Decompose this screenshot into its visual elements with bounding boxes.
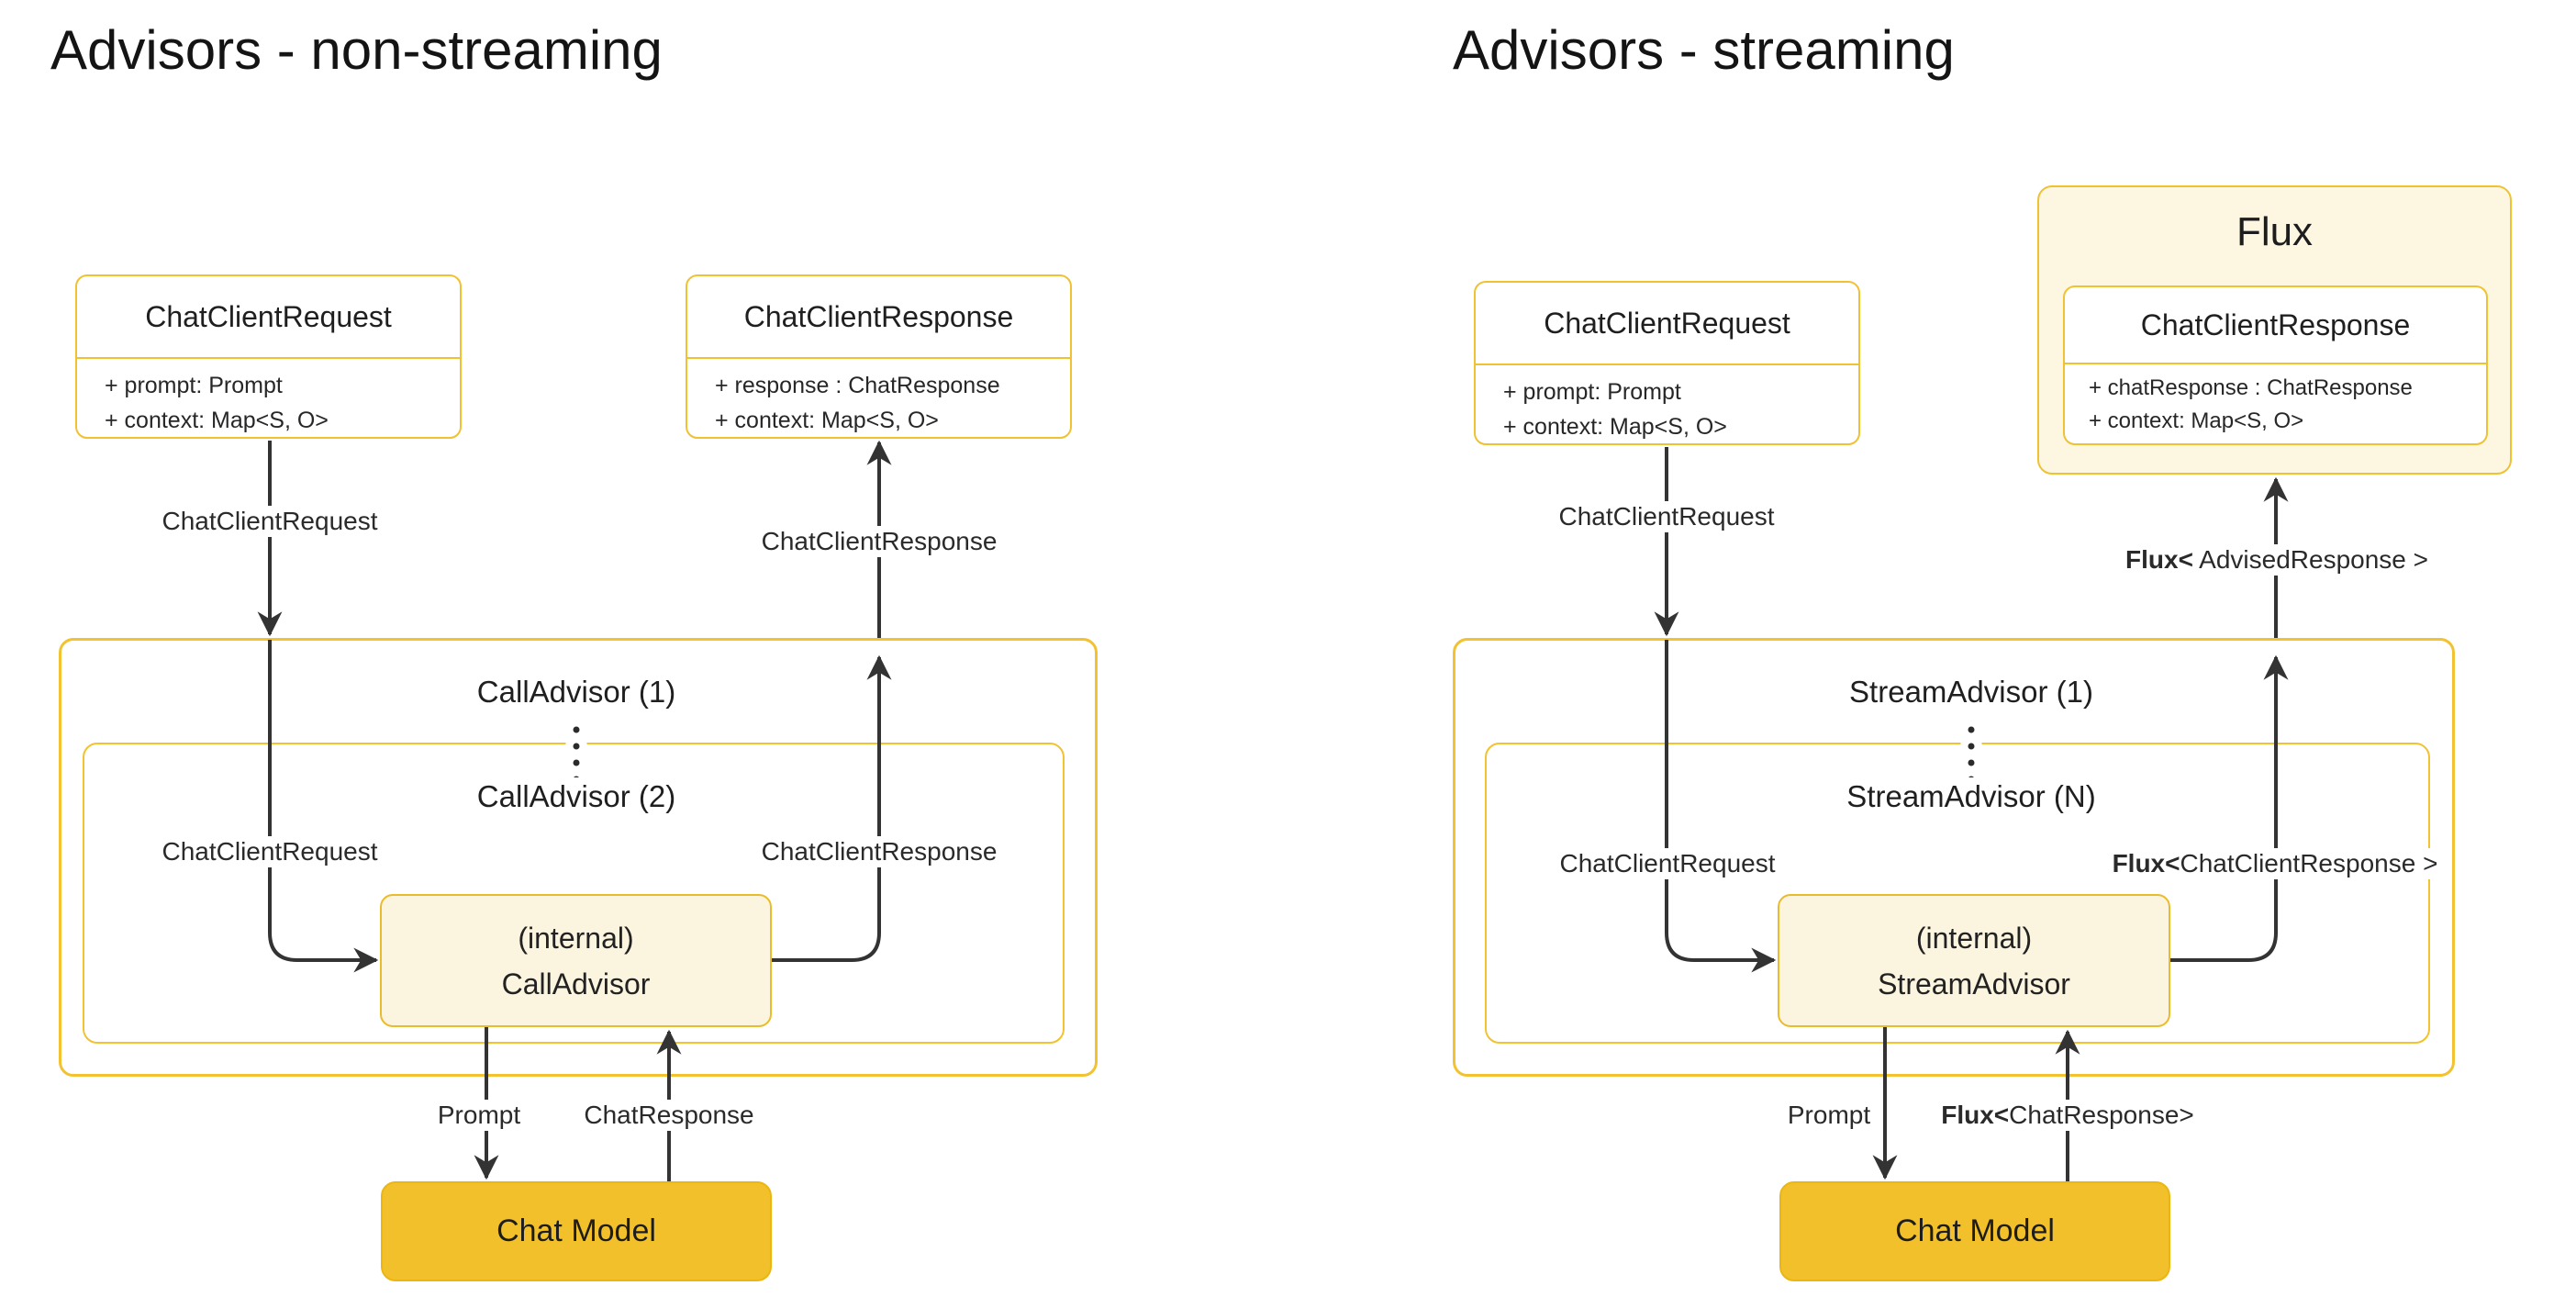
class-title: ChatClientRequest — [77, 276, 460, 359]
internal-box-line2: CallAdvisor — [501, 967, 651, 1001]
class-title: ChatClientRequest — [1476, 283, 1858, 365]
chat-client-response-box: ChatClientResponse + chatResponse : Chat… — [2063, 285, 2488, 445]
chat-model-box: Chat Model — [1779, 1181, 2170, 1281]
stream-advisor-n-label: StreamAdvisor (N) — [1837, 777, 2105, 816]
class-attribute: + prompt: Prompt — [1503, 379, 1681, 405]
chat-client-request-box: ChatClientRequest + prompt: Prompt + con… — [75, 274, 462, 439]
class-attribute: + response : ChatResponse — [715, 373, 1000, 398]
class-attribute: + prompt: Prompt — [105, 373, 283, 398]
edge-label-bold-part: Flux< — [2112, 849, 2180, 878]
internal-stream-advisor-box: (internal) StreamAdvisor — [1778, 894, 2170, 1027]
chat-client-request-box: ChatClientRequest + prompt: Prompt + con… — [1474, 281, 1860, 445]
chat-model-box: Chat Model — [381, 1181, 772, 1281]
edge-label-prompt: Prompt — [1779, 1100, 1879, 1131]
edge-label-bold-part: Flux< — [1941, 1101, 2010, 1129]
internal-call-advisor-box: (internal) CallAdvisor — [380, 894, 772, 1027]
class-attribute: + context: Map<S, O> — [2089, 408, 2304, 433]
page-title-streaming: Advisors - streaming — [1453, 19, 1955, 81]
call-advisor-1-container — [59, 638, 1098, 1077]
edge-label-chat-client-request-inner: ChatClientRequest — [153, 836, 386, 867]
stream-advisor-n-container — [1485, 743, 2430, 1044]
call-advisor-2-label: CallAdvisor (2) — [467, 777, 686, 816]
class-attribute: + context: Map<S, O> — [1503, 414, 1727, 440]
edge-label-rest-part: AdvisedResponse > — [2192, 545, 2428, 574]
edge-label-chat-client-request: ChatClientRequest — [1550, 501, 1783, 532]
edge-label-chat-client-response: ChatClientResponse — [753, 526, 1006, 557]
flux-title: Flux — [2236, 209, 2314, 254]
chat-model-label: Chat Model — [496, 1213, 656, 1248]
internal-box-line1: (internal) — [1915, 921, 2033, 955]
class-title: ChatClientResponse — [2065, 287, 2486, 364]
edge-label-flux-chat-response: Flux<ChatResponse> — [1933, 1100, 2202, 1131]
chat-client-response-box: ChatClientResponse + response : ChatResp… — [686, 274, 1072, 439]
chat-model-label: Chat Model — [1895, 1213, 2055, 1248]
edge-label-chat-client-request-inner: ChatClientRequest — [1551, 848, 1784, 879]
class-attribute: + context: Map<S, O> — [715, 408, 939, 433]
edge-label-chat-client-request: ChatClientRequest — [153, 506, 386, 537]
class-attributes: + response : ChatResponse + context: Map… — [687, 359, 1070, 438]
edge-label-bold-part: Flux< — [2125, 545, 2193, 574]
class-attribute: + chatResponse : ChatResponse — [2089, 375, 2413, 400]
class-attributes: + chatResponse : ChatResponse + context:… — [2065, 364, 2486, 443]
class-attribute: + context: Map<S, O> — [105, 408, 329, 433]
edge-label-flux-chat-client-response: Flux<ChatClientResponse > — [2103, 848, 2447, 879]
edge-label-prompt: Prompt — [429, 1100, 530, 1131]
internal-box-line1: (internal) — [518, 921, 634, 955]
call-advisor-1-label: CallAdvisor (1) — [467, 673, 686, 711]
edge-label-flux-advised-response: Flux< AdvisedResponse > — [2117, 544, 2437, 576]
edge-label-rest-part: ChatResponse> — [2009, 1101, 2194, 1129]
stream-advisor-1-container — [1453, 638, 2455, 1077]
edge-label-chat-client-response-inner: ChatClientResponse — [753, 836, 1006, 867]
edge-label-rest-part: ChatClientResponse > — [2180, 849, 2438, 878]
class-attributes: + prompt: Prompt + context: Map<S, O> — [1476, 365, 1858, 444]
class-attributes: + prompt: Prompt + context: Map<S, O> — [77, 359, 460, 438]
page-title-non-streaming: Advisors - non-streaming — [50, 19, 663, 81]
stream-advisor-1-label: StreamAdvisor (1) — [1840, 673, 2102, 711]
edge-label-chat-response: ChatResponse — [575, 1100, 763, 1131]
class-title: ChatClientResponse — [687, 276, 1070, 359]
internal-box-line2: StreamAdvisor — [1878, 967, 2070, 1001]
flux-wrapper-box: Flux ChatClientResponse + chatResponse :… — [2037, 185, 2512, 475]
